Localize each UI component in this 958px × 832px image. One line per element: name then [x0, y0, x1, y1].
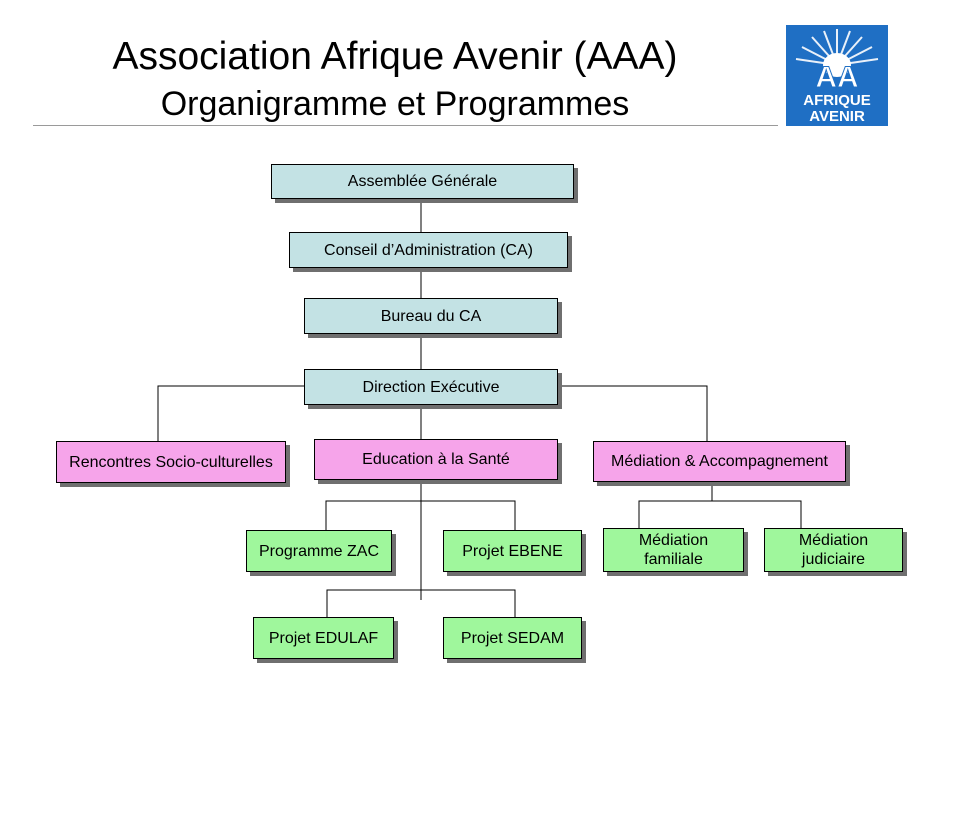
node-rencontres-socio-culturelles: Rencontres Socio-culturelles	[56, 441, 286, 483]
node-assemblee-generale: Assemblée Générale	[271, 164, 574, 199]
node-direction-executive: Direction Exécutive	[304, 369, 558, 405]
afrique-avenir-logo: AA AFRIQUE AVENIR	[786, 25, 888, 126]
node-bureau-ca: Bureau du CA	[304, 298, 558, 334]
svg-text:AA: AA	[815, 61, 858, 94]
connector-education-row2	[326, 589, 516, 617]
logo-text-line1: AFRIQUE	[803, 92, 871, 109]
node-conseil-administration: Conseil d’Administration (CA)	[289, 232, 568, 268]
logo-sunburst-icon: AA	[795, 29, 879, 95]
connector-education-row1	[325, 500, 516, 530]
node-projet-sedam: Projet SEDAM	[443, 617, 582, 659]
connector-mediation-judiciaire	[712, 500, 802, 528]
page-title: Association Afrique Avenir (AAA)	[112, 35, 678, 78]
connector-direction-rencontres	[157, 385, 304, 441]
node-education-sante: Education à la Santé	[314, 439, 558, 480]
node-programme-zac: Programme ZAC	[246, 530, 392, 572]
node-projet-edulaf: Projet EDULAF	[253, 617, 394, 659]
page-subtitle: Organigramme et Programmes	[160, 85, 630, 123]
node-projet-ebene: Projet EBENE	[443, 530, 582, 572]
node-mediation-accompagnement: Médiation & Accompagnement	[593, 441, 846, 482]
title-divider	[33, 125, 778, 126]
connector-mediation-familiale	[638, 481, 713, 528]
connector-direction-mediation	[557, 385, 708, 441]
logo-text-line2: AVENIR	[809, 108, 865, 125]
